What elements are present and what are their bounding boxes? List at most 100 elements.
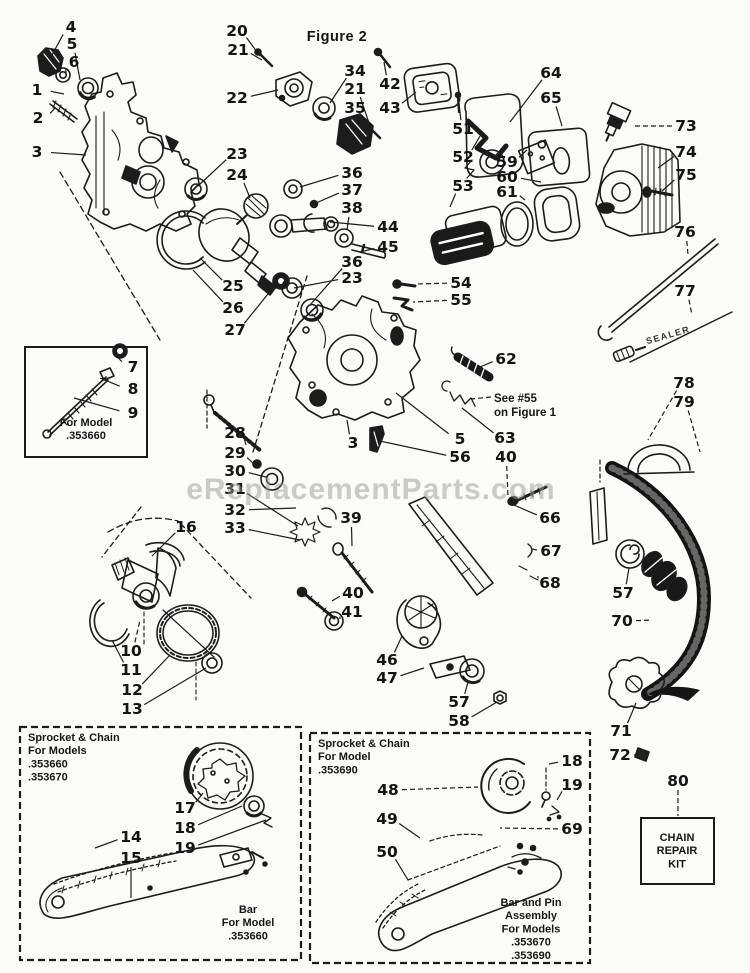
screw-21b-icon: [364, 122, 382, 140]
callout-51-19: 51: [452, 102, 474, 138]
callout-number-27: 27: [224, 321, 246, 339]
callout-number-8: 8: [128, 380, 139, 398]
callout-number-11: 11: [120, 661, 142, 679]
callout-number-42: 42: [379, 75, 401, 93]
callout-12-69: 12: [121, 654, 171, 699]
connecting-rod-assembly: [269, 179, 354, 322]
see-note-line1: See #55: [494, 393, 537, 405]
small-parts-28-33: [203, 389, 337, 547]
callout-29-46: 29: [224, 444, 255, 465]
screw-42-icon: [373, 47, 392, 69]
leader-line-13: [143, 667, 207, 706]
inset-sprocket-chain-353690-title-line: .353690: [318, 764, 358, 776]
callout-39-59: 39: [340, 509, 362, 547]
callout-number-38: 38: [341, 199, 363, 217]
leader-line-70: [635, 619, 653, 622]
leader-line-24: [243, 182, 251, 199]
inset-model-353660-border: [24, 346, 148, 458]
callout-number-3: 3: [348, 434, 359, 452]
clip-55-icon: [392, 296, 414, 312]
callout-number-55: 55: [450, 291, 472, 309]
leader-line-18: [548, 761, 559, 765]
callout-number-5: 5: [67, 35, 78, 53]
nut-58-icon: [493, 690, 507, 705]
callout-number-73: 73: [675, 117, 697, 135]
callout-number-10: 10: [120, 642, 142, 660]
callout-46-71: 46: [376, 635, 403, 669]
callout-number-24: 24: [226, 166, 248, 184]
callout-3-51: 3: [346, 419, 359, 452]
callout-17-77: 17: [174, 792, 204, 817]
leader-line-11: [111, 639, 125, 663]
callout-number-30: 30: [224, 462, 246, 480]
callout-42-17: 42: [379, 61, 401, 93]
leader-line-63: [461, 407, 494, 434]
guard-plate-66-68-icon: [408, 496, 539, 596]
callout-25-36: 25: [199, 257, 244, 295]
callout-33-50: 33: [224, 519, 301, 541]
cone-stack-70-icon: [641, 550, 688, 602]
callout-number-80: 80: [667, 772, 689, 790]
leader-line-52: [471, 135, 481, 151]
callout-68-62: 68: [537, 574, 561, 592]
callout-45-33: 45: [359, 238, 399, 256]
callout-number-79: 79: [673, 393, 695, 411]
callout-77-31: 77: [674, 282, 696, 316]
callout-number-66: 66: [539, 509, 561, 527]
screw-40a-icon: [507, 485, 548, 506]
crankcase-center: [287, 295, 421, 421]
leader-line-14: [94, 839, 118, 849]
clutch-assembly: [89, 541, 223, 701]
callout-40-63: 40: [331, 584, 364, 602]
gasket-61-icon: [500, 201, 534, 247]
callout-48-82: 48: [377, 781, 479, 799]
callout-24-10: 24: [226, 166, 251, 199]
callout-18-78: 18: [174, 805, 243, 837]
leader-line-43: [401, 91, 417, 104]
leader-line-62: [479, 361, 493, 368]
pin-18b-icon: [541, 767, 551, 808]
clip-19-icon: [261, 813, 273, 828]
callout-number-57: 57: [448, 693, 470, 711]
callout-74-28: 74: [657, 143, 697, 169]
callout-number-19: 19: [561, 776, 583, 794]
callout-number-37: 37: [341, 181, 363, 199]
callout-20-6: 20: [226, 22, 261, 57]
leader-line-56: [379, 440, 447, 456]
reed-plate-59-icon: [517, 139, 556, 175]
callout-number-3: 3: [32, 143, 43, 161]
callout-number-35: 35: [344, 99, 366, 117]
callout-number-46: 46: [376, 651, 398, 669]
callout-number-41: 41: [341, 603, 363, 621]
pin-parts-69-icon: [429, 833, 542, 870]
callout-number-13: 13: [121, 700, 143, 718]
callout-number-50: 50: [376, 843, 398, 861]
callout-number-29: 29: [224, 444, 246, 462]
leader-line-36: [309, 268, 343, 306]
leader-line-35: [359, 116, 363, 129]
inset-sprocket-chain-353660-353670-caption-line: For Model: [222, 917, 275, 929]
callout-71-75: 71: [610, 702, 637, 740]
nut-part-6-icon: [55, 67, 71, 83]
callout-number-45: 45: [377, 238, 399, 256]
crankcase-half: [81, 72, 200, 232]
callout-number-7: 7: [128, 358, 139, 376]
callout-number-17: 17: [174, 799, 196, 817]
inset-sprocket-chain-353690-title-line: For Model: [318, 751, 371, 763]
bracket-22-icon: [275, 71, 313, 107]
see-note-line2: on Figure 1: [494, 407, 557, 419]
guide-bar-353660-icon: [39, 844, 256, 919]
oiler-arm-46-47-icon: [396, 595, 471, 679]
leader-line-44: [329, 221, 375, 227]
callout-3-5: 3: [32, 143, 87, 161]
callout-number-74: 74: [675, 143, 697, 161]
callout-79-57: 79: [673, 393, 701, 453]
leader-line-75: [661, 179, 675, 192]
callout-66-60: 66: [513, 504, 561, 527]
callout-number-67: 67: [540, 542, 562, 560]
inset-sprocket-chain-353660-353670-title-line: For Models: [28, 745, 87, 757]
callout-34-11: 34: [329, 62, 366, 104]
